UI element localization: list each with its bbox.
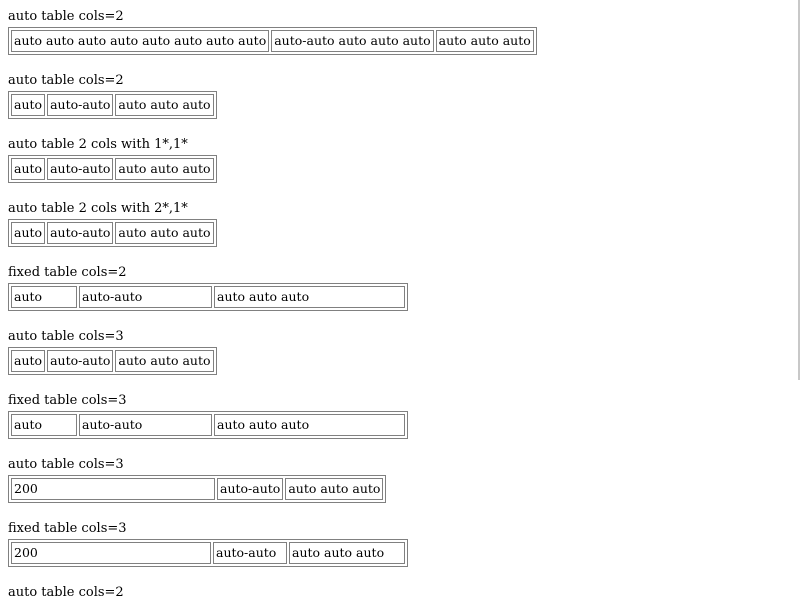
table-cell: auto auto auto — [435, 30, 534, 52]
table-cell: auto-auto — [213, 542, 287, 564]
table-cell: auto-auto auto auto auto — [271, 30, 434, 52]
auto-table: auto auto auto auto auto auto auto auto … — [8, 27, 537, 55]
table-cell: auto-auto — [79, 286, 212, 308]
table-cell: auto auto auto — [115, 158, 214, 180]
section-caption: fixed table cols=2 — [8, 265, 127, 280]
table-row: auto auto-auto auto auto auto — [11, 350, 214, 372]
fixed-table: auto auto-auto auto auto auto — [8, 283, 408, 311]
table-row: auto auto-auto auto auto auto — [11, 158, 214, 180]
section-caption: fixed table cols=3 — [8, 393, 127, 408]
table-row: auto auto-auto auto auto auto — [11, 414, 405, 436]
table-cell: auto — [11, 286, 77, 308]
table-cell: auto auto auto — [285, 478, 384, 500]
table-cell: auto auto auto auto auto auto auto auto — [11, 30, 270, 52]
table-cell: 200 — [11, 542, 211, 564]
table-cell: auto auto auto — [115, 222, 214, 244]
auto-table: auto auto-auto auto auto auto — [8, 347, 217, 375]
auto-table: 200 auto-auto auto auto auto — [8, 475, 387, 503]
section-caption: auto table cols=3 — [8, 329, 124, 344]
section-caption: auto table cols=2 — [8, 585, 124, 600]
table-row: auto auto-auto auto auto auto — [11, 94, 214, 116]
section-caption: fixed table cols=3 — [8, 521, 127, 536]
table-cell: auto — [11, 222, 46, 244]
table-cell: auto-auto — [47, 158, 114, 180]
table-cell: auto-auto — [79, 414, 212, 436]
table-cell: auto — [11, 94, 46, 116]
table-cell: auto auto auto — [115, 94, 214, 116]
table-cell: auto-auto — [217, 478, 284, 500]
table-cell: auto auto auto — [115, 350, 214, 372]
table-cell: auto — [11, 350, 46, 372]
table-row: 200 auto-auto auto auto auto — [11, 478, 384, 500]
table-cell: auto — [11, 414, 77, 436]
section-caption: auto table 2 cols with 1*,1* — [8, 137, 188, 152]
section-caption: auto table cols=2 — [8, 9, 124, 24]
section-caption: auto table 2 cols with 2*,1* — [8, 201, 188, 216]
table-cell: auto-auto — [47, 350, 114, 372]
table-cell: 200 — [11, 478, 215, 500]
table-cell: auto — [11, 158, 46, 180]
table-row: auto auto auto auto auto auto auto auto … — [11, 30, 534, 52]
auto-table: auto auto-auto auto auto auto — [8, 91, 217, 119]
table-cell: auto auto auto — [214, 286, 405, 308]
table-cell: auto auto auto — [214, 414, 405, 436]
auto-table: auto auto-auto auto auto auto — [8, 155, 217, 183]
table-row: auto auto-auto auto auto auto — [11, 222, 214, 244]
fixed-table: auto auto-auto auto auto auto — [8, 411, 408, 439]
table-cell: auto auto auto — [289, 542, 405, 564]
section-caption: auto table cols=2 — [8, 73, 124, 88]
section-caption: auto table cols=3 — [8, 457, 124, 472]
table-cell: auto-auto — [47, 222, 114, 244]
table-row: auto auto-auto auto auto auto — [11, 286, 405, 308]
fixed-table: 200 auto-auto auto auto auto — [8, 539, 408, 567]
auto-table: auto auto-auto auto auto auto — [8, 219, 217, 247]
scrollbar[interactable] — [798, 0, 800, 380]
table-cell: auto-auto — [47, 94, 114, 116]
table-row: 200 auto-auto auto auto auto — [11, 542, 405, 564]
